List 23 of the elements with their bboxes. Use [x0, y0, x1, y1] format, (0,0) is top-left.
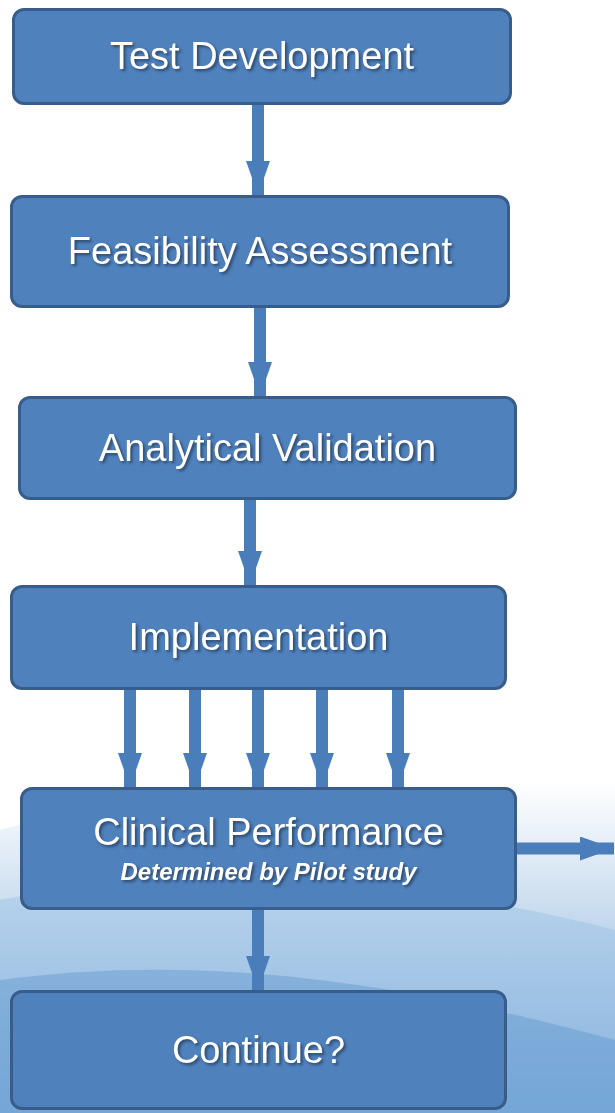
arrow	[183, 690, 207, 787]
process-box	[10, 990, 507, 1110]
step-title: Analytical Validation	[98, 426, 437, 470]
arrow	[238, 500, 262, 585]
step-title: Implementation	[128, 616, 389, 659]
process-box	[10, 585, 507, 690]
arrow	[386, 690, 410, 787]
process-box	[12, 8, 512, 105]
arrow	[246, 910, 270, 990]
arrow	[310, 690, 334, 787]
step-subtitle: Determined by Pilot study	[120, 858, 417, 886]
step-title: Clinical Performance	[93, 811, 444, 854]
process-box	[10, 195, 510, 308]
arrow	[248, 308, 272, 396]
step-title: Test Development	[109, 35, 415, 78]
step-title: Continue?	[171, 1028, 346, 1072]
process-box	[20, 787, 517, 910]
arrow	[246, 105, 270, 195]
arrow	[118, 690, 142, 787]
arrow	[517, 836, 614, 861]
step-title: Feasibility Assessment	[67, 230, 453, 273]
arrow	[246, 690, 270, 787]
process-box	[18, 396, 517, 500]
